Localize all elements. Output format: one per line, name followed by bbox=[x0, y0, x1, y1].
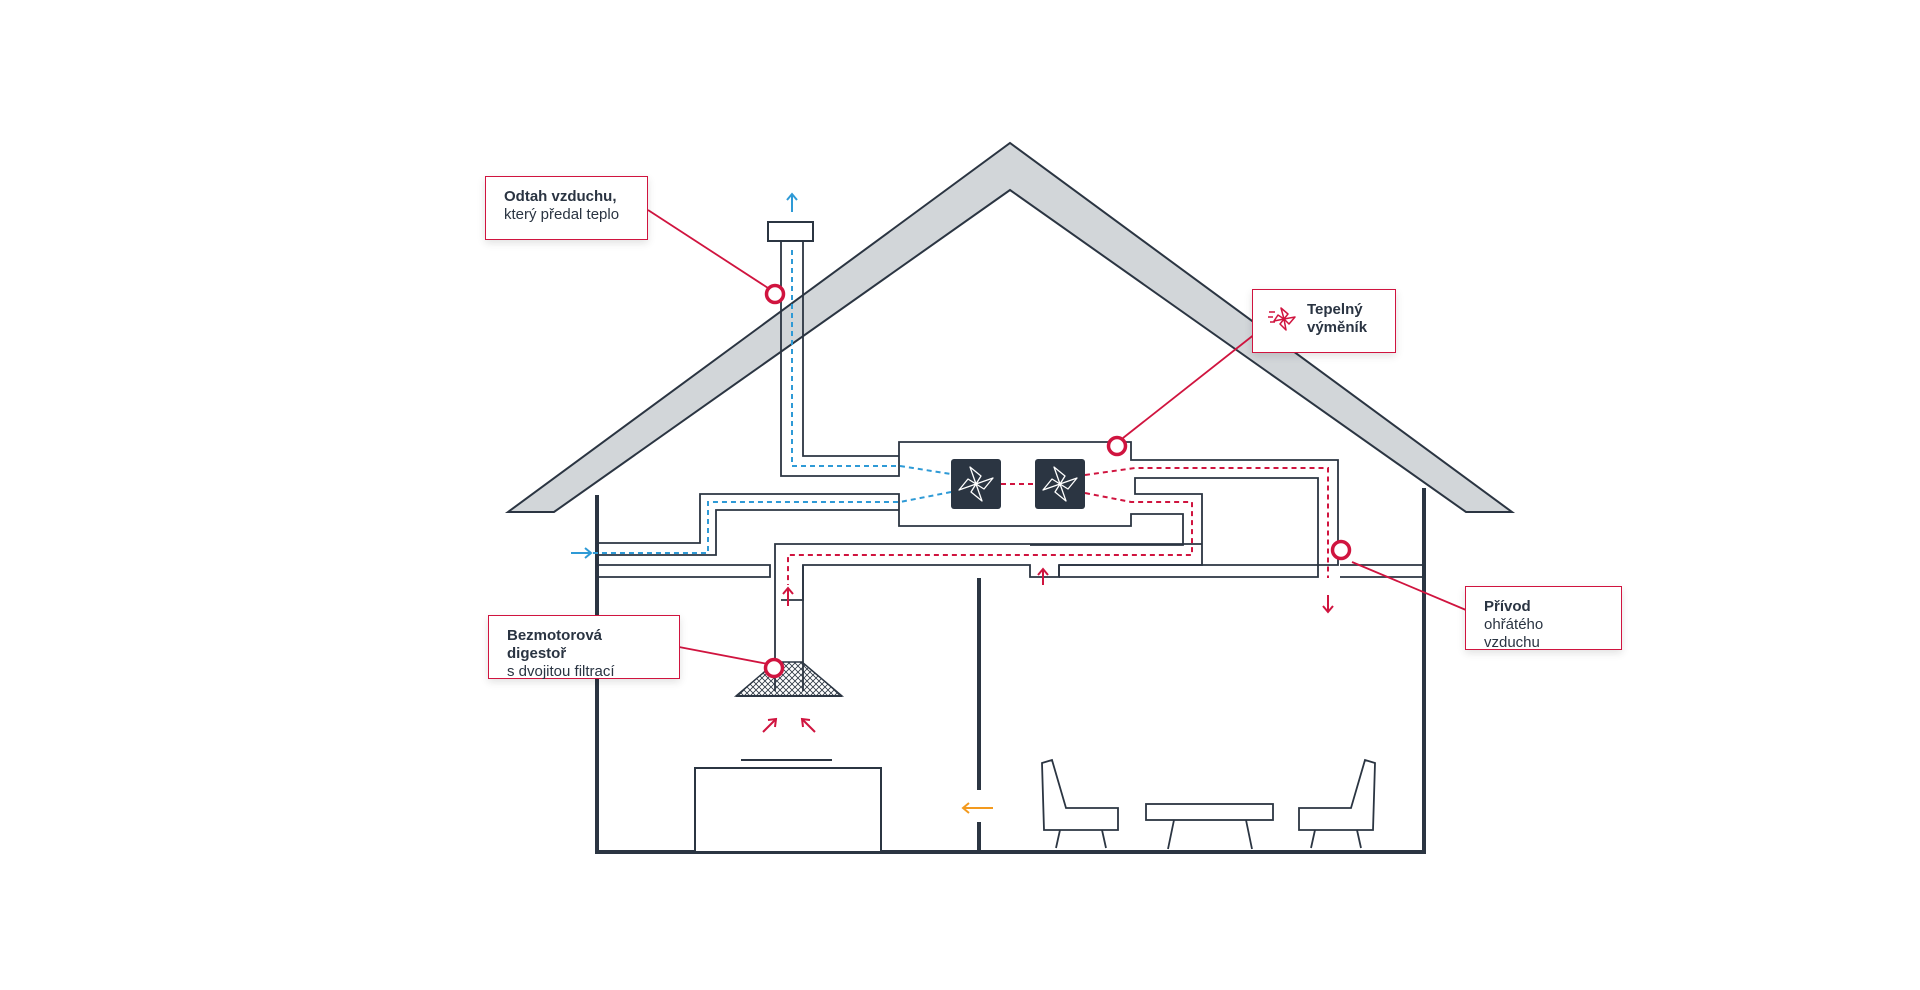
leader-line-supply bbox=[1351, 561, 1467, 611]
attic-floor bbox=[597, 564, 1425, 578]
callout-hood: Bezmotorová digestoř s dvojitou filtrací bbox=[488, 615, 680, 680]
leader-line-hood bbox=[678, 646, 769, 665]
marker-ring-icon[interactable] bbox=[1106, 435, 1128, 457]
callout-subtitle: ohřátého vzduchu bbox=[1484, 616, 1544, 651]
callout-title: Přívod bbox=[1484, 598, 1531, 615]
arrow-up-left-icon bbox=[800, 717, 816, 733]
leader-line-exchanger bbox=[1122, 329, 1261, 439]
exhaust-duct bbox=[780, 241, 1339, 601]
arrow-right-icon bbox=[571, 547, 593, 559]
leader-line-exhaust bbox=[647, 209, 769, 289]
fan-icon bbox=[1035, 459, 1085, 509]
roof bbox=[504, 141, 1516, 513]
callout-subtitle: s dvojitou filtrací bbox=[507, 663, 615, 680]
fan-heat-icon bbox=[1268, 307, 1296, 331]
callout-title: Tepelný výměník bbox=[1307, 301, 1368, 336]
supply-flow-path bbox=[787, 467, 1329, 585]
cooker-hood-icon bbox=[733, 661, 845, 697]
arrow-up-icon bbox=[786, 192, 798, 212]
arrow-up-icon bbox=[782, 586, 794, 606]
exhaust-flow-path bbox=[590, 250, 952, 554]
callout-title: Bezmotorová digestoř bbox=[507, 627, 603, 662]
kitchen-counter-icon bbox=[694, 759, 882, 853]
fan-icon bbox=[951, 459, 1001, 509]
coffee-table-icon bbox=[1145, 803, 1274, 850]
hood-duct bbox=[774, 543, 1202, 691]
marker-ring-icon[interactable] bbox=[1330, 539, 1352, 561]
lower-duct-inner bbox=[597, 509, 899, 556]
callout-exchanger: Tepelný výměník bbox=[1252, 289, 1396, 353]
arrow-down-icon bbox=[1322, 595, 1334, 614]
callout-title: Odtah vzduchu, bbox=[504, 188, 617, 205]
marker-ring-icon[interactable] bbox=[763, 657, 785, 679]
arrow-up-icon bbox=[1037, 567, 1049, 585]
armchair-icon bbox=[1041, 758, 1119, 849]
callout-exhaust: Odtah vzduchu, který předal teplo bbox=[485, 176, 648, 240]
armchair-icon bbox=[1298, 758, 1376, 849]
chimney-cap bbox=[767, 221, 814, 242]
marker-ring-icon[interactable] bbox=[764, 283, 786, 305]
callout-supply: Přívod ohřátého vzduchu bbox=[1465, 586, 1622, 651]
arrow-left-icon bbox=[961, 802, 993, 814]
callout-subtitle: který předal teplo bbox=[504, 206, 620, 223]
lower-duct-outer bbox=[597, 493, 1184, 546]
exhaust-duct-right-edge bbox=[802, 241, 899, 457]
arrow-up-right-icon bbox=[762, 717, 778, 733]
